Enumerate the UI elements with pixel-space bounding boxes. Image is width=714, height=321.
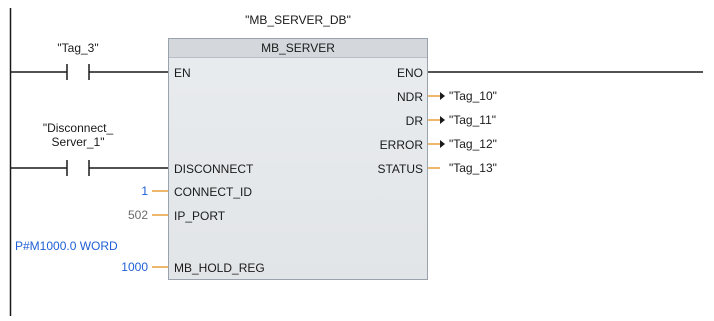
pin-ip-port: IP_PORT <box>174 209 226 223</box>
pin-disconnect: DISCONNECT <box>174 162 254 176</box>
ndr-arrow <box>440 92 445 100</box>
ndr-tag[interactable]: "Tag_10" <box>449 89 497 103</box>
disconnect-contact-label-line2: Server_1" <box>51 135 105 149</box>
tag3-contact-label: "Tag_3" <box>57 41 99 55</box>
ip-port-value[interactable]: 502 <box>127 208 148 222</box>
mb-server-block[interactable]: MB_SERVER EN DISCONNECT CONNECT_ID IP_PO… <box>168 38 428 280</box>
dr-arrow <box>440 116 445 124</box>
instance-db-label: "MB_SERVER_DB" <box>245 13 351 27</box>
connect-id-value[interactable]: 1 <box>141 184 148 198</box>
mb-hold-reg-length-value[interactable]: 1000 <box>121 260 148 274</box>
error-tag[interactable]: "Tag_12" <box>449 137 497 151</box>
disconnect-contact-label-line1: "Disconnect_ <box>42 121 114 135</box>
status-tag[interactable]: "Tag_13" <box>449 161 497 175</box>
pin-connect-id: CONNECT_ID <box>174 185 253 199</box>
pin-ndr: NDR <box>397 90 423 104</box>
dr-tag[interactable]: "Tag_11" <box>449 113 496 127</box>
pin-error: ERROR <box>379 138 423 152</box>
pin-dr: DR <box>405 114 423 128</box>
pin-mb-hold-reg: MB_HOLD_REG <box>174 261 265 275</box>
block-title: MB_SERVER <box>261 41 335 55</box>
pin-eno: ENO <box>396 66 423 80</box>
pin-en: EN <box>174 66 191 80</box>
block-header <box>169 39 427 58</box>
mb-hold-reg-pointer-value[interactable]: P#M1000.0 WORD <box>15 239 118 253</box>
error-arrow <box>440 140 445 148</box>
pin-status: STATUS <box>377 162 423 176</box>
